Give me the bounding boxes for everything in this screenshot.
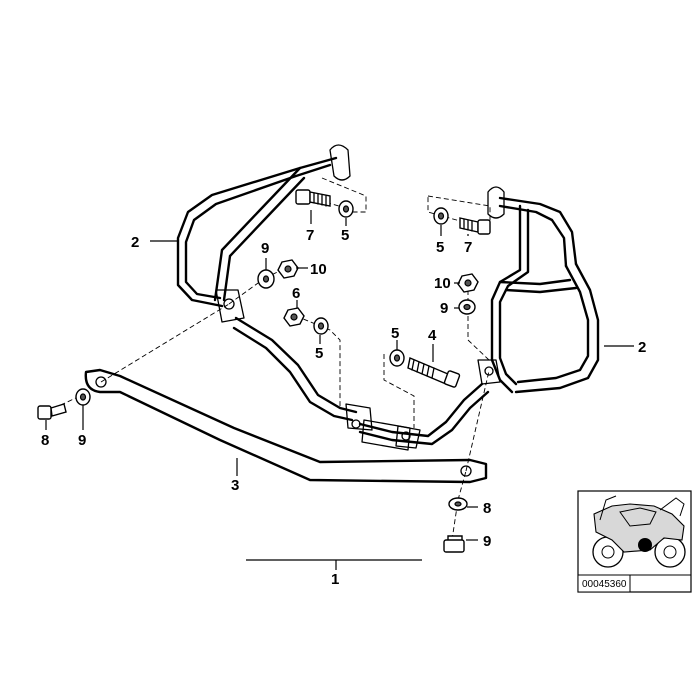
bolt-left-top [295, 189, 331, 207]
washer-left [257, 269, 275, 289]
screw-left [37, 403, 67, 420]
nut-right [457, 273, 479, 293]
crash-bar-left [176, 144, 358, 422]
callout-bolt-long: 4 [428, 327, 437, 344]
leader-lines [45, 210, 634, 570]
callout-washer-center: 5 [315, 345, 323, 362]
motorcycle-thumbnail [592, 495, 686, 568]
screw-bottom-right [443, 535, 465, 553]
inset-reference-number: 00045360 [582, 579, 627, 590]
callout-main: 1 [331, 571, 339, 588]
washer-right-top [433, 207, 449, 225]
callout-screw-bottom-right: 9 [483, 533, 491, 550]
nut-center [283, 307, 305, 327]
callout-crossbar: 3 [231, 477, 239, 494]
assembly-lines [45, 177, 491, 541]
callout-washer-long-bolt: 5 [391, 325, 399, 342]
callout-frame-left: 2 [131, 234, 139, 251]
callout-labels: 2 2 3 1 4 7 7 5 5 9 10 6 5 5 10 9 8 9 8 … [41, 227, 646, 588]
washer-left-top [338, 200, 354, 218]
bolt-right-top [459, 217, 491, 235]
bolt-long [407, 357, 461, 388]
callout-washer-left-bar: 9 [78, 432, 86, 449]
crossbar [84, 368, 488, 484]
location-inset: 00045360 [577, 490, 692, 593]
callout-screw-left: 8 [41, 432, 49, 449]
center-joint [345, 382, 490, 451]
callout-washer-left-top: 5 [341, 227, 349, 244]
washer-bottom-right [448, 497, 468, 511]
washer-center [313, 317, 329, 335]
nut-left [277, 259, 299, 279]
callout-nut-center: 6 [292, 285, 300, 302]
callout-washer-bottom-right: 8 [483, 500, 491, 517]
washer-right-mid [458, 299, 476, 315]
callout-nut-right: 10 [434, 275, 451, 292]
callout-bolt-right-top: 7 [464, 239, 472, 256]
callout-washer-right-mid: 9 [440, 300, 448, 317]
callout-nut-left: 10 [310, 261, 327, 278]
callout-washer-left: 9 [261, 240, 269, 257]
washer-left-bar [75, 388, 91, 406]
callout-washer-right-top: 5 [436, 239, 444, 256]
crash-bar-right [477, 186, 600, 394]
callout-frame-right: 2 [638, 339, 646, 356]
location-marker-icon [638, 538, 652, 552]
washer-long-bolt [389, 349, 405, 367]
callout-bolt-left-top: 7 [306, 227, 314, 244]
